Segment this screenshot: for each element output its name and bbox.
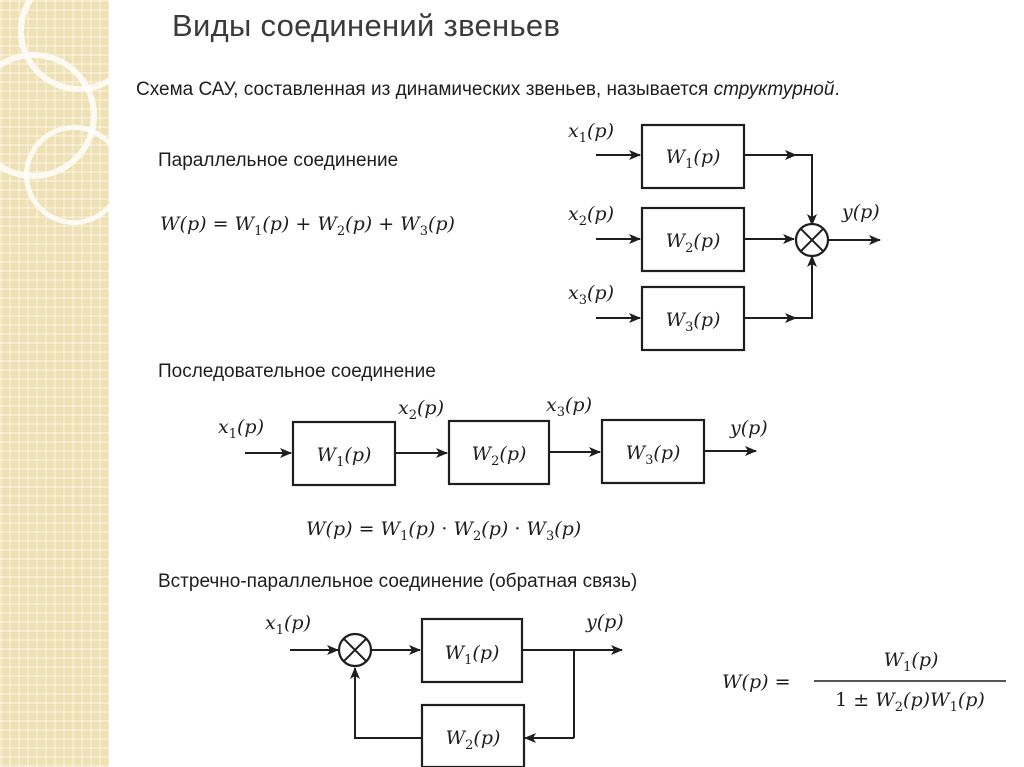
summing-junction (337, 632, 373, 668)
block-label: W3(p) (666, 309, 721, 335)
serial-block-w1 (291, 420, 397, 487)
decorative-sidebar (0, 0, 112, 767)
serial-block-w3 (600, 418, 706, 485)
feedback-block-w2 (420, 703, 526, 767)
serial-block-w2 (447, 419, 551, 486)
feedback-diagram: x1(p) y(p) W1(p) W2(p) W(p) = W1(p) 1 ± … (265, 611, 1006, 767)
block-label: W3(p) (626, 442, 681, 468)
intro-text: Схема САУ, составленная из динамических … (136, 79, 709, 100)
serial-diagram: x1(p) x2(p) x3(p) y(p) W1(p) W2(p) W3(p)… (218, 394, 768, 544)
sidebar-edge (109, 0, 112, 767)
arrow (796, 154, 817, 226)
parallel-formula: W(p) = W1(p) + W2(p) + W3(p) (160, 213, 455, 239)
serial-signal-x2: x2(p) (398, 397, 444, 423)
serial-input-x1: x1(p) (218, 416, 264, 442)
intro-end: . (834, 79, 840, 100)
block-label: W1(p) (666, 146, 721, 172)
block-label: W2(p) (446, 727, 501, 753)
parallel-diagram: W(p) = W1(p) + W2(p) + W3(p) x1(p) x2(p)… (160, 120, 881, 352)
arrow (796, 255, 817, 319)
serial-output-y: y(p) (729, 417, 768, 439)
parallel-input-x2: x2(p) (568, 203, 614, 229)
parallel-block-w1 (640, 123, 746, 190)
parallel-input-x1: x1(p) (568, 120, 614, 146)
intro-paragraph: Схема САУ, составленная из динамических … (136, 76, 996, 103)
arrow (350, 667, 422, 739)
block-label: W1(p) (317, 444, 372, 470)
parallel-block-w2 (640, 206, 746, 273)
serial-connection-label: Последовательное соединение (158, 361, 436, 382)
parallel-output-y: y(p) (841, 201, 880, 223)
parallel-connection-label: Параллельное соединение (158, 150, 399, 171)
intro-emphasis: структурной (713, 79, 835, 100)
feedback-input-x1: x1(p) (265, 612, 311, 638)
feedback-connection-label: Встречно-параллельное соединение (обратн… (158, 571, 638, 592)
serial-signal-x3: x3(p) (546, 394, 592, 420)
feedback-formula: W(p) = W1(p) 1 ± W2(p)W1(p) (722, 649, 1006, 715)
svg-text:W1(p): W1(p) (884, 649, 939, 675)
block-label: W2(p) (666, 230, 721, 256)
parallel-input-x3: x3(p) (568, 282, 614, 308)
svg-text:1 ± W2(p)W1(p): 1 ± W2(p)W1(p) (835, 689, 985, 715)
slide-title: Виды соединений звеньев (172, 8, 561, 43)
feedback-output-y: y(p) (585, 611, 624, 633)
block-label: W1(p) (445, 642, 500, 668)
parallel-block-w3 (640, 285, 746, 352)
block-label: W2(p) (472, 443, 527, 469)
svg-text:W(p) =: W(p) = (722, 671, 791, 693)
decorative-ring (24, 125, 112, 225)
serial-formula: W(p) = W1(p) · W2(p) · W3(p) (306, 518, 581, 544)
summing-junction (794, 222, 830, 258)
